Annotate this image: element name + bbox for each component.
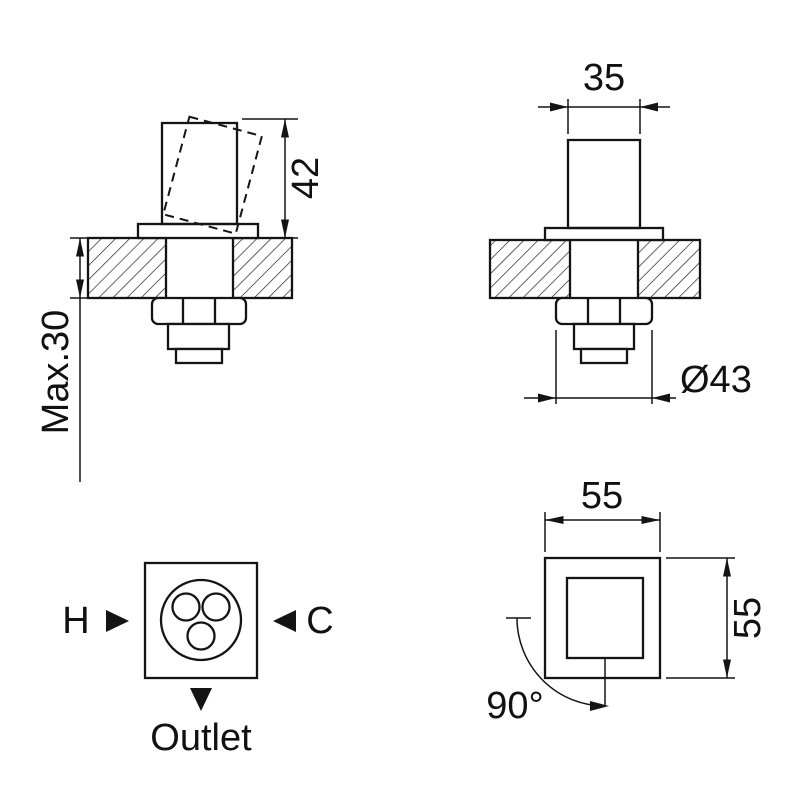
dim-42-label: 42 [285, 157, 327, 199]
dim-35-label: 35 [583, 57, 625, 99]
dim-diameter-43: Ø43 [524, 330, 752, 404]
bottom-view: H C Outlet [62, 561, 334, 759]
dim-max30: Max.30 [35, 237, 92, 482]
connector-step-1 [166, 322, 231, 351]
hot-inlet-port [171, 592, 201, 622]
top-view: 90° 55 55 [486, 475, 769, 727]
dim-55-height: 55 [666, 557, 769, 679]
dim-55-width-label: 55 [581, 475, 623, 517]
connector-step-2-front [579, 347, 629, 365]
shank-circle [159, 578, 243, 662]
hot-direction-arrow-icon [106, 610, 129, 632]
swivel-body-dashed [162, 115, 264, 235]
dim-55-height-label: 55 [727, 597, 769, 639]
rotation-arc [516, 617, 606, 707]
side-view [86, 115, 294, 365]
mounting-nut-front [554, 296, 654, 326]
outlet-direction-arrow-icon [190, 688, 212, 711]
dim-35: 35 [538, 57, 670, 134]
spout-outline-top [565, 576, 645, 660]
rotation-90-label: 90° [486, 685, 543, 727]
cold-inlet-port [201, 592, 231, 622]
cold-direction-arrow-icon [273, 610, 296, 632]
dim-max30-label: Max.30 [35, 310, 77, 435]
flange [136, 222, 260, 240]
front-view [488, 138, 702, 365]
dim-55-width: 55 [544, 475, 661, 552]
outlet-port [186, 621, 216, 651]
body-outline-bottom [143, 561, 259, 680]
connector-step-2 [174, 347, 224, 365]
faucet-body [160, 121, 239, 226]
cold-label: C [306, 600, 333, 642]
dim-diameter-label: Ø43 [680, 359, 752, 401]
flange-front [543, 226, 665, 242]
hot-label: H [62, 600, 89, 642]
body-outline-top [543, 556, 662, 680]
rotation-arc-arrow-icon [590, 701, 609, 711]
dim-42: 42 [242, 118, 327, 239]
mounting-nut [150, 296, 248, 326]
connector-step-1-front [572, 322, 636, 351]
outlet-label: Outlet [150, 717, 252, 759]
faucet-body-front [566, 138, 642, 230]
